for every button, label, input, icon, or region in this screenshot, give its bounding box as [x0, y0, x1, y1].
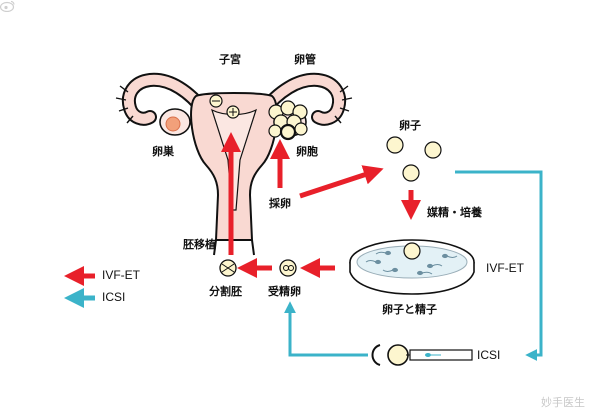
label-uterus: 子宮	[219, 53, 241, 66]
icsi-micropipette	[371, 344, 473, 366]
fertilized-egg-icon	[279, 259, 297, 277]
label-ovary: 卵巣	[152, 145, 174, 158]
weibo-logo-icon	[0, 0, 15, 12]
label-embryo-transfer: 胚移植	[183, 238, 216, 251]
icsi-line-left	[284, 301, 368, 357]
follicle-cluster	[268, 100, 308, 141]
label-ivf-et-path: IVF-ET	[486, 261, 524, 275]
legend-icsi-label: ICSI	[102, 290, 126, 304]
legend-ivf-label: IVF-ET	[102, 268, 140, 282]
label-egg-retrieval: 採卵	[269, 197, 291, 210]
label-fallopian-tube: 卵管	[294, 53, 316, 66]
label-cleavage-embryo: 分割胚	[209, 285, 242, 298]
label-egg-and-sperm: 卵子と精子	[382, 303, 437, 316]
label-insemination-culture: 媒精・培養	[427, 206, 482, 219]
icsi-path	[284, 170, 543, 361]
arrow-to-eggs	[299, 165, 384, 199]
petri-dish	[349, 239, 475, 295]
cleavage-embryo-icon	[219, 259, 237, 277]
label-icsi-path: ICSI	[477, 348, 501, 362]
icsi-line-right	[455, 170, 543, 361]
uterus-illustration	[115, 72, 353, 256]
retrieved-eggs	[386, 136, 442, 182]
label-fertilized-egg: 受精卵	[268, 285, 301, 298]
label-follicle: 卵胞	[296, 145, 318, 158]
ivf-arrows	[221, 132, 421, 278]
label-egg: 卵子	[399, 119, 421, 132]
watermark: 妙手医生	[541, 396, 585, 409]
